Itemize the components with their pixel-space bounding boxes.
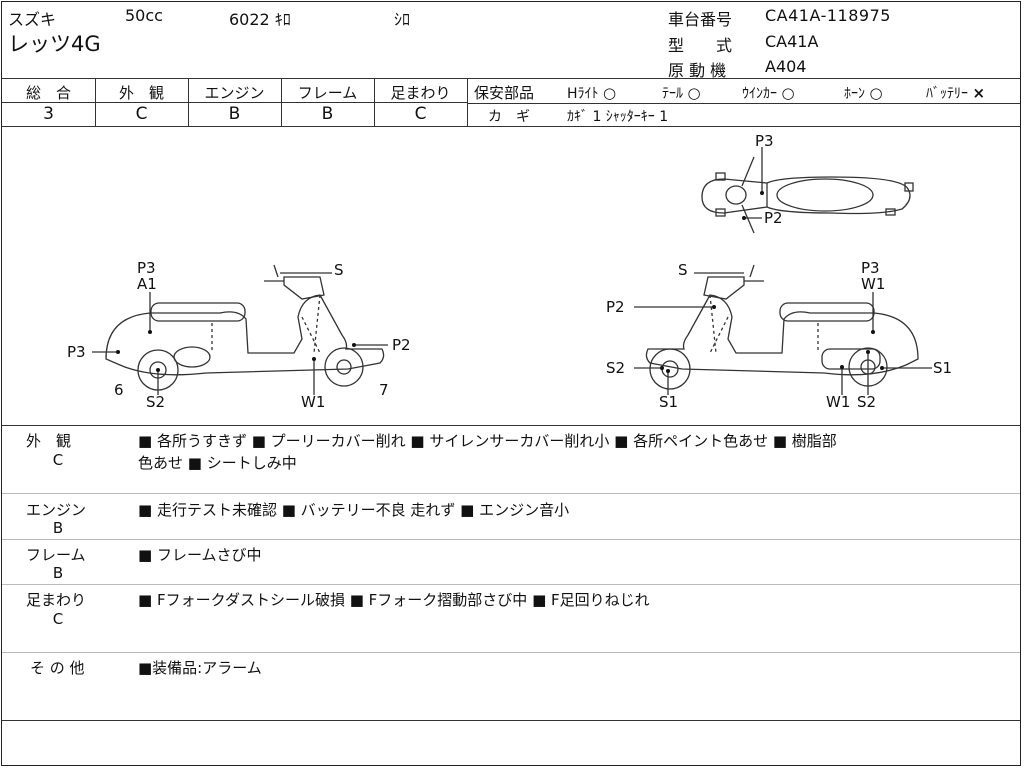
label-left-a1: A1	[137, 275, 157, 293]
grade-label-frame: フレーム	[297, 84, 358, 102]
remark-text: ■ 各所うすきず ■ プーリーカバー削れ ■ サイレンサーカバー削れ小 ■ 各所…	[138, 432, 837, 450]
grade-value-overall: 3	[43, 104, 54, 124]
engine-label: 原 動 機	[668, 61, 727, 80]
label-right-s2-rear: S2	[857, 393, 876, 411]
engine-value: A404	[765, 57, 807, 76]
color: ｼﾛ	[394, 10, 411, 29]
safety-item-battery: ﾊﾞｯﾃﾘｰ ×	[926, 84, 986, 102]
remark-text: 色あせ ■ シートしみ中	[138, 454, 297, 472]
label-top-p2: P2	[764, 209, 783, 227]
label-left-p3: P3	[137, 259, 156, 277]
type-value: CA41A	[765, 32, 819, 51]
safety-item-headlight: Hﾗｲﾄ ○	[567, 84, 617, 102]
label-left-7: 7	[379, 381, 389, 399]
displacement: 50cc	[125, 6, 163, 25]
label-left-w1: W1	[301, 393, 325, 411]
grade-value-exterior: C	[135, 104, 148, 124]
frame-number: CA41A-118975	[765, 6, 891, 25]
label-left-s: S	[334, 261, 344, 279]
grade-label-exterior: 外 観	[118, 84, 164, 102]
remark-grade: B	[52, 564, 64, 582]
remark-label: 外 観	[26, 432, 72, 450]
frame-label: 車台番号	[668, 10, 733, 29]
label-left-6: 6	[114, 381, 124, 399]
grade-value-frame: B	[321, 104, 334, 124]
damage-diagram: P3 P2 P3 A1 S P3 P2 6 S2 W1 7 S P3 W1 P2…	[67, 132, 952, 411]
label-right-w1: W1	[861, 275, 885, 293]
remark-label: フレーム	[26, 546, 86, 564]
label-right-s1: S1	[933, 359, 952, 377]
key-value: ｶｷﾞ 1 ｼｬｯﾀｰｷｰ 1	[567, 109, 669, 125]
label-right-s: S	[678, 261, 688, 279]
scooter-right-side-view	[645, 264, 919, 390]
key-label: カ ギ	[488, 109, 530, 125]
remark-text: ■ フレームさび中	[138, 546, 262, 564]
maker: スズキ	[8, 10, 57, 29]
mileage: 6022 ｷﾛ	[229, 10, 291, 29]
remark-label: エンジン	[26, 501, 87, 519]
remark-grade: C	[52, 451, 64, 469]
label-right-s1-front: S1	[659, 393, 678, 411]
safety-label: 保安部品	[474, 84, 535, 102]
label-right-s2: S2	[606, 359, 625, 377]
grade-value-suspension: C	[414, 104, 427, 124]
grade-value-engine: B	[228, 104, 241, 124]
remark-label: そ の 他	[30, 659, 85, 677]
grade-label-overall: 総 合	[25, 84, 71, 102]
remark-grade: C	[52, 610, 64, 628]
remark-grade: B	[52, 519, 64, 537]
remark-text: ■ Fフォークダストシール破損 ■ Fフォーク摺動部さび中 ■ F足回りねじれ	[138, 591, 650, 609]
grade-label-engine: エンジン	[204, 84, 265, 102]
label-left-p3-front: P3	[67, 343, 86, 361]
label-left-s2: S2	[146, 393, 165, 411]
remark-text: ■装備品:アラーム	[138, 659, 262, 677]
model-name: レッツ4G	[8, 32, 101, 56]
scooter-top-view	[701, 156, 914, 234]
grade-label-suspension: 足まわり	[390, 84, 451, 102]
divider	[2, 78, 1020, 79]
safety-item-tail: ﾃｰﾙ ○	[662, 84, 701, 102]
remark-text: ■ 走行テスト未確認 ■ バッテリー不良 走れず ■ エンジン音小	[138, 501, 570, 519]
type-label: 型 式	[668, 36, 733, 55]
remark-label: 足まわり	[26, 591, 87, 609]
label-right-w1-rear: W1	[826, 393, 850, 411]
label-right-p2: P2	[606, 298, 625, 316]
safety-item-horn: ﾎｰﾝ ○	[844, 84, 883, 102]
label-left-p2: P2	[392, 336, 411, 354]
safety-item-winker: ｳｲﾝｶｰ ○	[742, 84, 795, 102]
label-right-p3: P3	[861, 259, 880, 277]
label-top-p3: P3	[755, 132, 774, 150]
